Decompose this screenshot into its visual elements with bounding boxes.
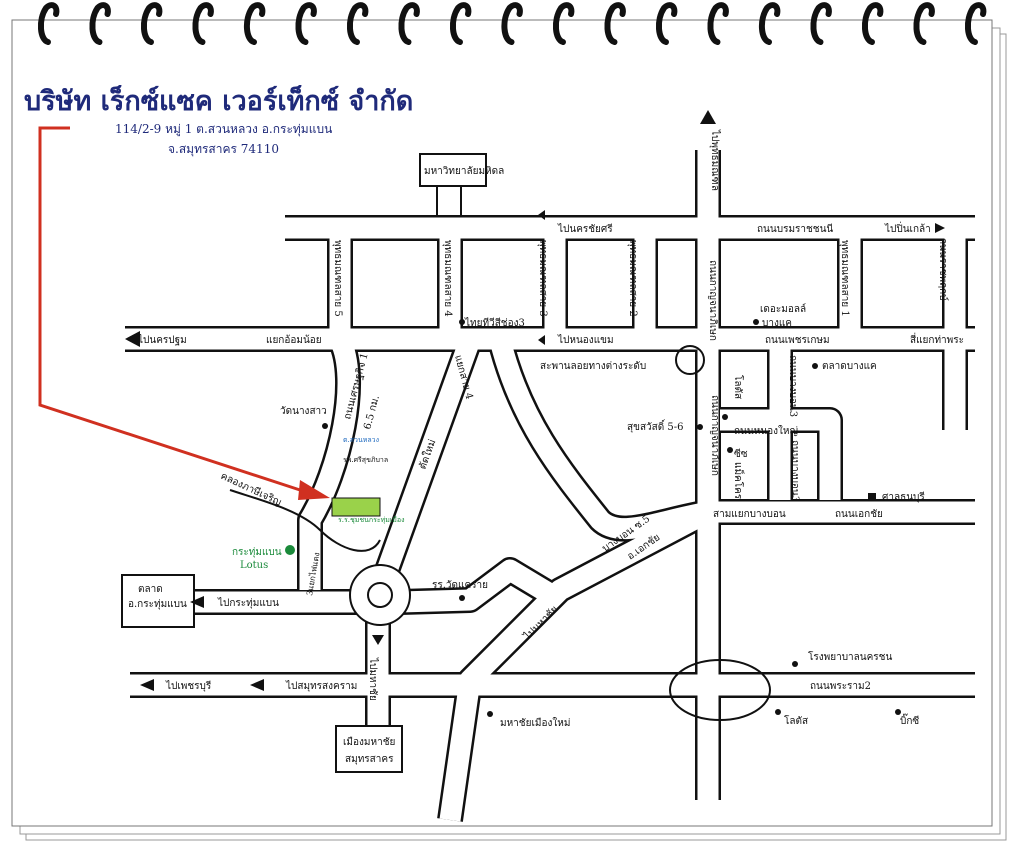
label-phutthamonthon-1: พุทธมณฑลสาย 1: [839, 240, 850, 317]
label-suan-luang: ต.สวนหลวง: [343, 436, 379, 444]
label-suk-sawat: สุขสวัสดิ์ 5-6: [627, 419, 684, 433]
spiral-ring: [244, 2, 266, 45]
label-phetkasem: ถนนเพชรเกษม: [765, 335, 830, 346]
label-sizzler: ซีซ: [734, 448, 748, 460]
spiral-ring: [965, 2, 987, 45]
spiral-ring: [38, 2, 60, 45]
label-bangbon-3b: ถนนบางบอน3: [789, 440, 800, 502]
label-phutthamonthon-5: พุทธมณฑลสาย 5: [332, 240, 343, 317]
map-labels: มหาวิทยาลัยมหิดล ไปนครชัยศรี ถนนบรมราชชน…: [128, 129, 964, 765]
court-icon: [868, 493, 876, 501]
spiral-ring: [450, 2, 472, 45]
label-mahachai-city-2: สมุทรสาคร: [345, 754, 394, 765]
spiral-ring: [141, 2, 163, 45]
pointer-line: [38, 126, 301, 492]
label-community: ร.ร.ชุมชนกระทุ่มเมือง: [338, 516, 405, 524]
label-flyover: สะพานลอยทางต่างระดับ: [540, 361, 646, 372]
label-to-phutthamonthon: ไปพุทธมณฑล: [709, 129, 721, 191]
label-borommarat: ถนนบรมราชชนนี: [757, 223, 833, 235]
label-om-noi: แยกอ้อมน้อย: [266, 334, 322, 346]
road-fill: [125, 150, 975, 822]
spiral-ring: [759, 2, 781, 45]
label-bigc2: บิ๊กซี: [900, 713, 919, 727]
company-location: [331, 497, 381, 517]
label-thai-tv3: ไทยทีวีสีช่อง3: [464, 317, 525, 329]
label-ekkachai-rd: ถนนเอกชัย: [835, 509, 883, 520]
spiral-ring: [913, 2, 935, 45]
spiral-ring: [398, 2, 420, 45]
label-the-mall: เดอะมอลล์: [760, 303, 806, 315]
label-phutthamonthon-2: พุทธมณฑลสาย 2: [627, 240, 638, 317]
label-tha-phra: สี่แยกท่าพระ: [910, 332, 964, 346]
label-to-samut-songkhram: ไปสมุทรสงคราม: [285, 680, 357, 692]
flyover-loop: [675, 345, 705, 375]
lotus-icon: [285, 545, 295, 555]
label-market-2: อ.กระทุ่มแบน: [128, 599, 187, 610]
label-mahidol: มหาวิทยาลัยมหิดล: [424, 166, 504, 177]
label-kanchanaphisek-2: ถนนกาญจนาภิเษก: [709, 395, 720, 476]
label-to-phetchaburi: ไปเพชรบุรี: [165, 680, 212, 692]
label-bang-khae-market: ตลาดบางแค: [822, 361, 877, 372]
label-to-pinklao: ไปปิ่นเกล้า: [884, 221, 931, 235]
company-name: บริษัท เร็กซ์แซค เวอร์เท็กซ์ จำกัด: [24, 83, 413, 117]
spiral-ring: [656, 2, 678, 45]
spiral-ring: [604, 2, 626, 45]
label-to-nakhon-chaisi: ไปนครชัยศรี: [557, 223, 613, 235]
spiral-ring: [862, 2, 884, 45]
label-to-mahachai: ไปมหาชัย: [367, 657, 379, 701]
rama2-interchange: [669, 659, 771, 721]
north-arrow: [700, 110, 716, 124]
mahachai-box: [335, 725, 403, 773]
label-hospital-small: รพ.ศรีสุขภิบาล: [343, 456, 388, 464]
spiral-ring: [501, 2, 523, 45]
label-rama2: ถนนพระราม2: [810, 681, 871, 692]
label-nong-yai: ถนนหนองใหญ่: [734, 425, 798, 437]
paper-front: [11, 19, 993, 827]
spiral-ring: [707, 2, 729, 45]
address-line-1: 114/2-9 หมู่ 1 ต.สวนหลวง อ.กระทุ่มแบน: [115, 122, 332, 137]
label-bangbon-3: ถนนบางบอน3: [787, 355, 798, 417]
label-kanchanaphisek: ถนนกาญจนาภิเษก: [707, 260, 718, 341]
mahidol-box: [419, 153, 487, 187]
label-phutthamonthon-4: พุทธมณฑลสาย 4: [442, 240, 453, 317]
label-to-nong-khaem: ไปหนองแขม: [557, 334, 614, 346]
canal: [229, 489, 381, 552]
market-box: [121, 574, 195, 628]
label-bang-khae: บางแค: [762, 318, 792, 329]
spiral-ring: [810, 2, 832, 45]
label-phutthamonthon-3: พุทธมณฑลสาย 3: [537, 240, 548, 317]
label-wat-khae-rai: รร.วัดแคราย: [432, 580, 488, 591]
label-market-1: ตลาด: [138, 584, 163, 595]
address-line-2: จ.สมุทรสาคร 74110: [168, 142, 279, 157]
spiral-binding: [38, 2, 987, 45]
label-to-nakhon-pathom: ไปนครปฐม: [137, 334, 187, 346]
label-wat-nang-sao: วัดนางสาว: [280, 406, 327, 417]
spiral-ring: [192, 2, 214, 45]
spiral-ring: [553, 2, 575, 45]
label-lotus-1: Lotus: [240, 560, 268, 571]
label-ratchaphruek: ถนนราชพฤกษ์: [937, 238, 949, 301]
label-bangbon-junction: สามแยกบางบอน: [713, 509, 786, 520]
spiral-ring: [89, 2, 111, 45]
label-to-krathum-baen: ไปกระทุ่มแบน: [217, 597, 279, 609]
spiral-ring: [347, 2, 369, 45]
label-mahachai-new-city: มหาชัยเมืองใหม่: [500, 717, 570, 729]
spiral-ring: [295, 2, 317, 45]
label-makro: แม็คโคร: [732, 462, 746, 500]
label-mahachai-city-1: เมืองมหาชัย: [343, 736, 395, 748]
label-lotus-bangkae: โลตัส: [732, 375, 745, 399]
label-court: ศาลธนบุรี: [882, 491, 925, 503]
label-lotus-2: กระทุ่มแบน: [232, 547, 282, 558]
pointer-arrowhead: [298, 480, 330, 500]
label-nakhonchon-hospital: โรงพยาบาลนครชน: [808, 650, 892, 663]
roundabout-center: [367, 582, 393, 608]
label-lotus2: โลตัส: [784, 714, 808, 727]
